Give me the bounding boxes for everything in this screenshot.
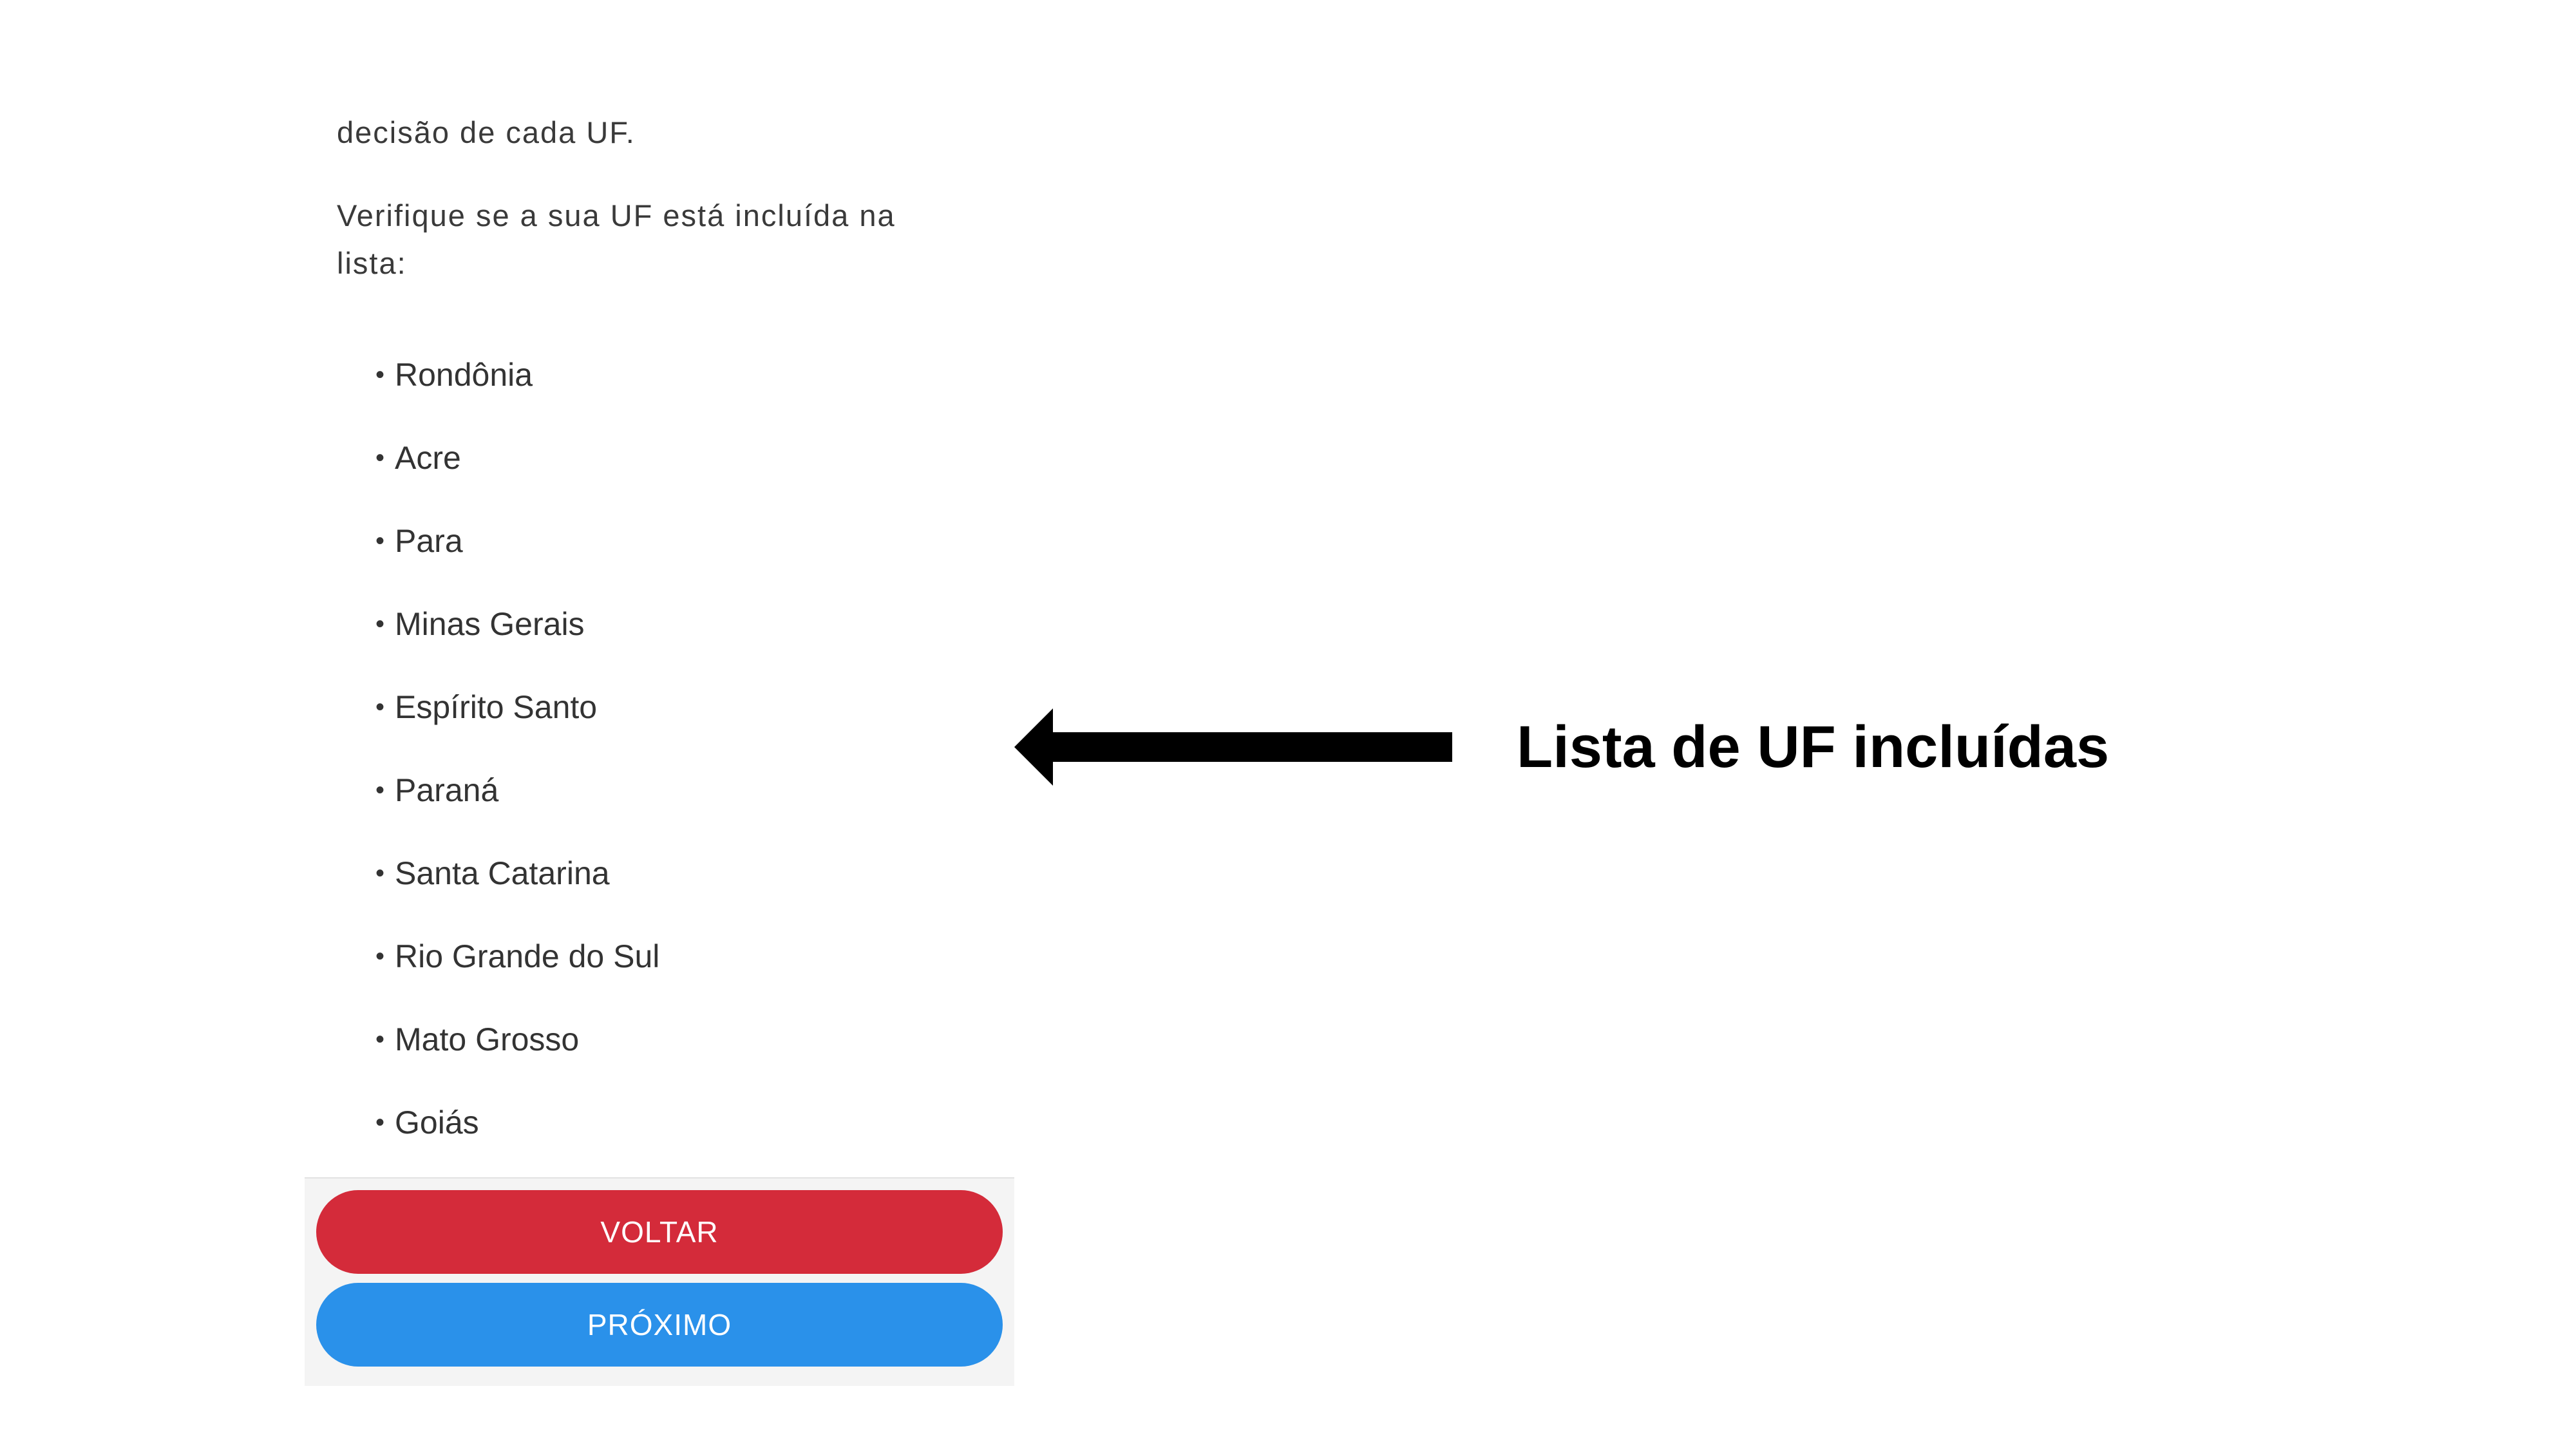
list-item: Rio Grande do Sul [375,915,659,998]
arrow-left-icon [1014,708,1452,786]
list-item: Espírito Santo [375,666,659,749]
list-item: Santa Catarina [375,832,659,915]
list-item: Para [375,500,659,583]
intro-text-fragment: decisão de cada UF. [337,115,636,149]
list-item: Mato Grosso [375,998,659,1081]
uf-list: Rondônia Acre Para Minas Gerais Espírito… [375,334,659,1164]
next-button[interactable]: PRÓXIMO [316,1283,1003,1367]
back-button[interactable]: VOLTAR [316,1190,1003,1274]
list-item: Rondônia [375,334,659,417]
list-item: Minas Gerais [375,583,659,666]
phone-screenshot: decisão de cada UF. Verifique se a sua U… [305,84,1014,1386]
callout-label: Lista de UF incluídas [1517,714,2110,780]
instruction-text: Verifique se a sua UF está incluída na l… [337,198,896,280]
list-item: Goiás [375,1081,659,1164]
button-bar: VOLTAR PRÓXIMO [305,1177,1014,1386]
list-item: Acre [375,417,659,500]
list-item: Paraná [375,749,659,832]
